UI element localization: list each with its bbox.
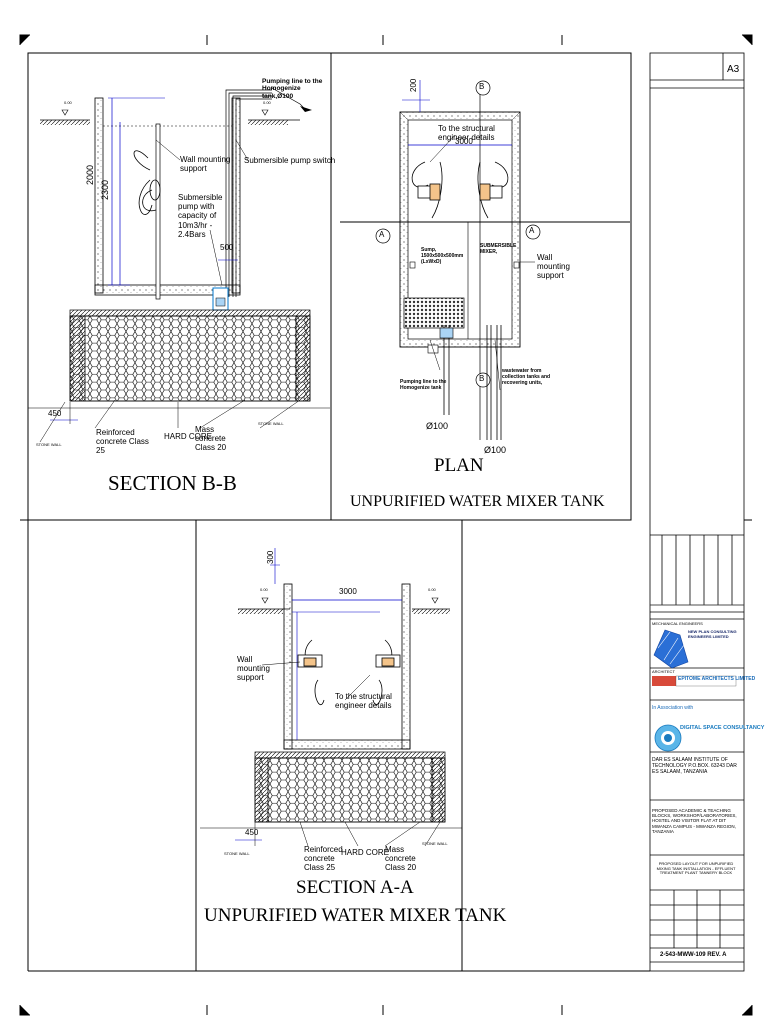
aa-reinforced-label: Reinforced concrete Class 25 [304,845,343,873]
bb-dim-2300: 2300 [100,179,110,200]
section-aa-title: SECTION A-A [296,877,414,898]
plan-pump-line-label: Pumping line to the Homogenize tank [400,379,447,391]
project-title: PROPOSED ACADEMIC & TEACHING BLOCKS, WOR… [652,808,737,834]
bb-level-left: 0.00 [64,100,72,105]
association-logo [654,724,682,752]
plan-dia-right: Ø100 [484,445,507,455]
association-label: In Association with [652,705,694,711]
plan-marker-b-bottom: B [479,374,485,383]
aa-dim-3000: 3000 [339,587,357,596]
plan-drawing [340,80,630,440]
aa-level-right: 0.00 [428,587,436,592]
sheet-corner-marks [19,34,753,1016]
client-details: DAR ES SALAAM INSTITUTE OF TECHNOLOGY P.… [652,757,737,775]
architect-logo [652,675,737,687]
bb-mass-label: Mass concrete Class 20 [195,425,227,453]
bb-hardcore-label: HARD CORE [164,432,213,441]
section-bb-drawing [28,87,330,443]
bb-pump-capacity-label: Submersible pump with capacity of 10m3/h… [178,193,223,239]
plan-mixer-label: SUBMERSIBLE MIXER, [480,243,517,255]
aa-hardcore-label: HARD CORE [341,848,390,857]
title-block-frame [649,52,745,972]
mech-firm-name: NEW PLAN CONSULTING ENGINEERS LIMITED [688,629,737,639]
plan-marker-b-top: B [479,82,485,91]
bb-dim-450: 450 [48,409,62,418]
aa-dim-300: 300 [266,550,275,564]
plan-sump-label: Sump, 1500x500x500mm (LxWxD) [421,247,464,265]
engineers-label: MECHANICAL ENGINEERS [652,621,703,626]
aa-level-left: 0.00 [260,587,268,592]
bb-stone-left: STONE WALL [36,442,62,447]
mech-logo [653,629,689,669]
plan-wall-support-label: Wall mounting support [537,253,570,281]
bb-pump-line-label: Pumping line to the Homogenize tank,Ø100 [262,78,323,100]
aa-stone-left: STONE WALL [224,851,250,856]
bb-dim-500: 500 [220,243,234,252]
section-bb-title: SECTION B-B [108,471,237,495]
architect-label: ARCHITECT [652,669,675,674]
sheet-size: A3 [727,64,740,75]
plan-dia-left: Ø100 [426,421,449,431]
drawing-number: 2-543-MWW-109 REV. A [660,952,727,958]
section-aa-drawing [200,548,462,847]
aa-dim-450: 450 [245,828,259,837]
plan-marker-a-left: A [379,230,385,239]
aa-mass-label: Mass concrete Class 20 [385,845,417,873]
drawing-title: PROPOSED LAYOUT FOR UNPURIFIED MIXING TA… [656,861,736,876]
plan-subtitle: UNPURIFIED WATER MIXER TANK [350,493,605,510]
aa-stone-right: STONE WALL [422,841,448,846]
aa-wall-support-label: Wall mounting support [237,655,270,683]
plan-title: PLAN [434,455,484,476]
section-aa-subtitle: UNPURIFIED WATER MIXER TANK [204,905,507,926]
panel-frames [27,52,650,972]
plan-dim-3000: 3000 [455,137,473,146]
plan-structural-label: To the structural engineer details [438,124,495,143]
bb-reinforced-label: Reinforced concrete Class 25 [96,428,149,456]
association-firm-name: DIGITAL SPACE CONSULTANCY [680,725,765,731]
aa-structural-label: To the structural engineer details [335,692,392,711]
bb-wall-support-label: Wall mounting support [180,155,231,174]
bb-pump-switch-label: Submersible pump switch [244,156,336,165]
bb-dim-2000: 2000 [85,164,95,185]
architect-firm-name: EPITOME ARCHITECTS LIMITED [678,676,756,682]
bb-stone-right: STONE WALL [258,421,284,426]
plan-dim-200: 200 [409,78,418,92]
bb-level-right: 0.00 [263,100,271,105]
plan-marker-a-right: A [529,226,535,235]
plan-wastewater-label: wastewater from collection tanks and rec… [502,368,551,386]
